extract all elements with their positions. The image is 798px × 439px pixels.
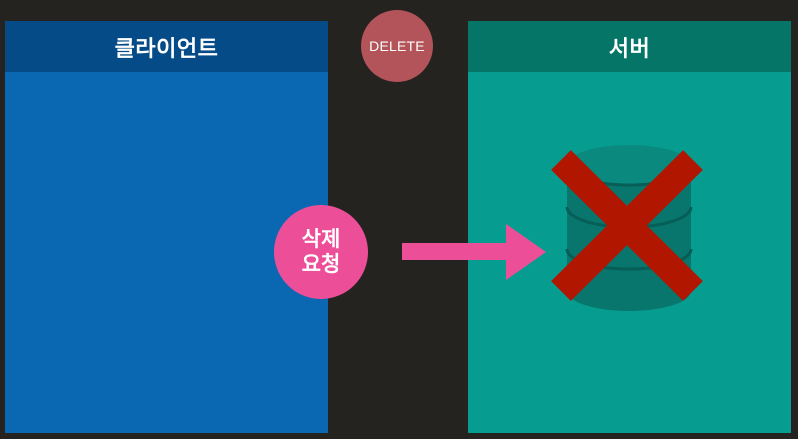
arrow-right-icon xyxy=(402,224,546,280)
client-panel-title: 클라이언트 xyxy=(5,21,328,72)
x-mark-icon xyxy=(551,150,703,301)
request-badge-line-2: 요청 xyxy=(301,252,341,276)
client-panel: 클라이언트 xyxy=(5,21,328,433)
delete-request-badge: 삭제 요청 xyxy=(274,205,368,299)
server-panel: 서버 xyxy=(468,21,791,433)
server-panel-title: 서버 xyxy=(468,21,791,72)
http-method-badge: DELETE xyxy=(361,10,433,82)
http-method-label: DELETE xyxy=(369,38,425,54)
request-badge-line-1: 삭제 xyxy=(301,227,341,251)
